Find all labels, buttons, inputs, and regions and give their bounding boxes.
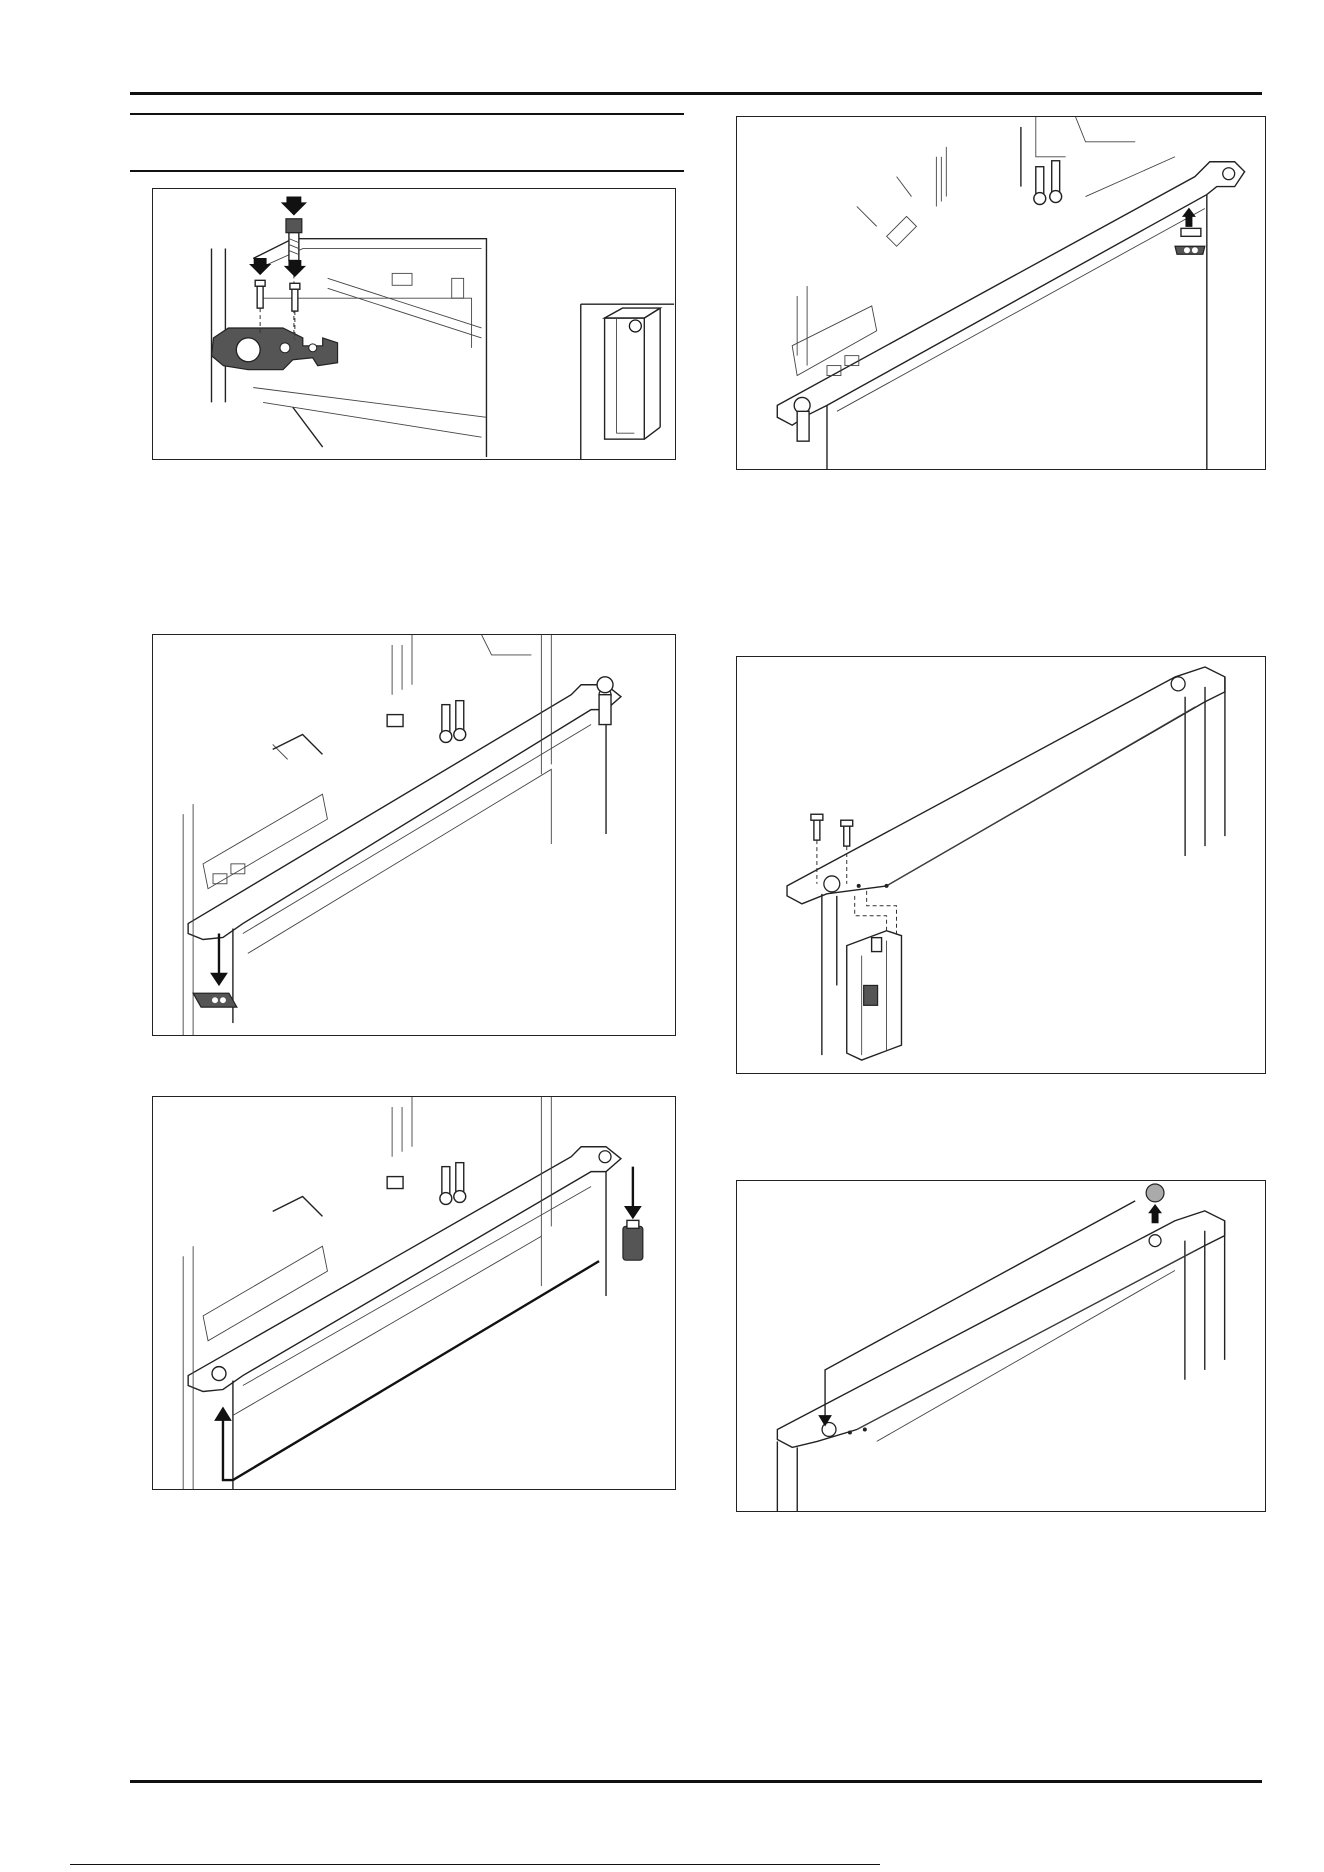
figure-hinge-screws bbox=[152, 188, 676, 460]
header-rule bbox=[130, 92, 1262, 95]
section-rule-top bbox=[130, 113, 684, 115]
figure-module-screws bbox=[736, 656, 1266, 1074]
footer-rule bbox=[130, 1780, 1262, 1783]
figure-cover-cap-lift bbox=[736, 1180, 1266, 1512]
module-screws-illustration bbox=[737, 657, 1265, 1073]
hinge-plate bbox=[212, 328, 338, 370]
cover-cap-lift-illustration bbox=[737, 1181, 1265, 1511]
section-rule-bottom bbox=[130, 170, 684, 172]
bottom-edge-rule bbox=[70, 1864, 880, 1865]
figure-cover-insert-left bbox=[152, 634, 676, 1036]
hinge-screws-illustration bbox=[153, 189, 675, 459]
cover-insert-left-illustration bbox=[153, 635, 675, 1035]
cover-remove-cap-illustration bbox=[737, 117, 1265, 469]
figure-cover-foot-move bbox=[152, 1096, 676, 1490]
cover-foot-move-illustration bbox=[153, 1097, 675, 1489]
figure-cover-remove-cap bbox=[736, 116, 1266, 470]
